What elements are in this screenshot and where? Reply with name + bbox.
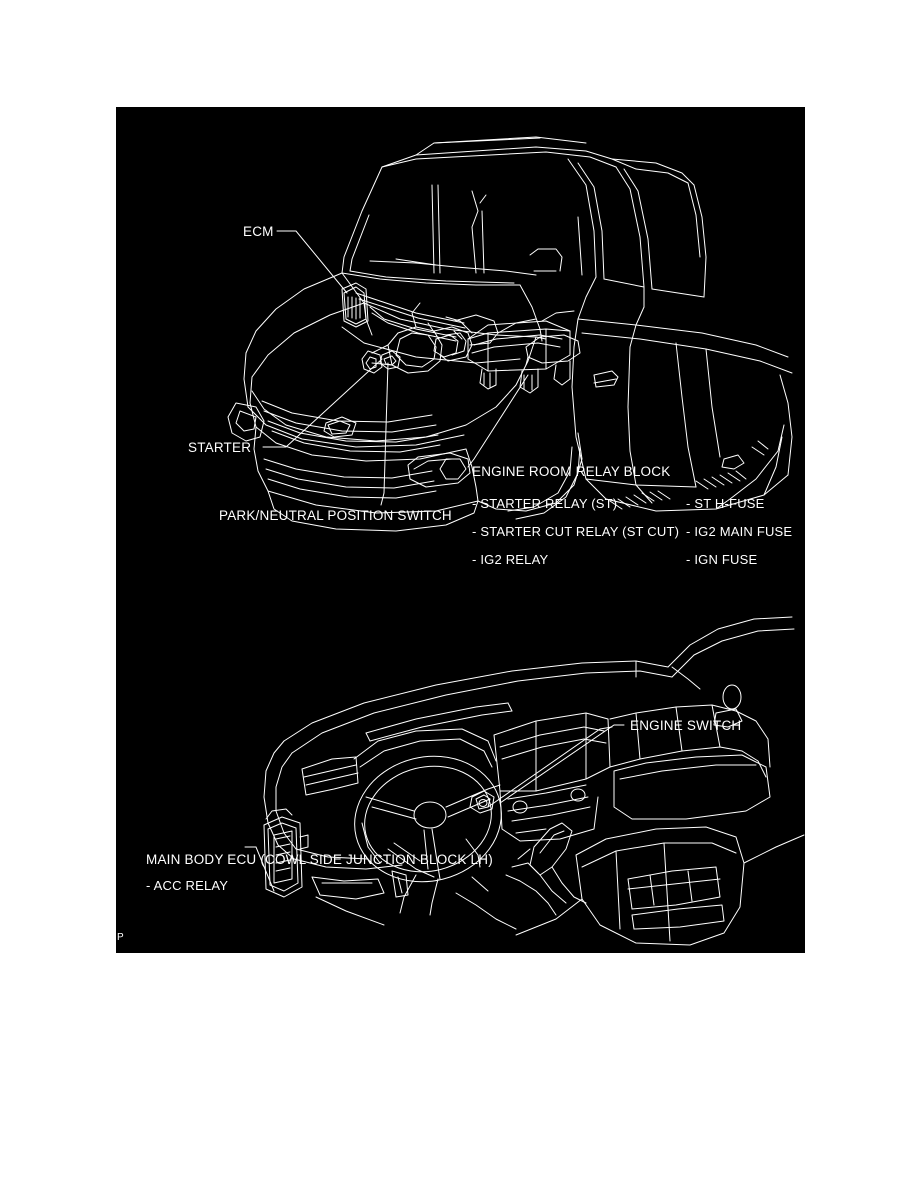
relay-item-starter-cut-relay: - STARTER CUT RELAY (ST CUT) — [472, 524, 680, 539]
relay-item-st-h-fuse: - ST H-FUSE — [686, 496, 765, 511]
label-ecm: ECM — [243, 224, 274, 239]
label-engine-switch: ENGINE SWITCH — [630, 718, 742, 733]
relay-item-ign-fuse: - IGN FUSE — [686, 552, 758, 567]
relay-item-ig2-main-fuse: - IG2 MAIN FUSE — [686, 524, 793, 539]
corner-mark: P — [117, 932, 124, 943]
label-park-neutral-position-switch: PARK/NEUTRAL POSITION SWITCH — [219, 508, 452, 523]
relay-item-ig2-relay: - IG2 RELAY — [472, 552, 549, 567]
label-engine-room-relay-block: ENGINE ROOM RELAY BLOCK — [472, 464, 671, 479]
label-main-body-ecu: MAIN BODY ECU (COWL SIDE JUNCTION BLOCK … — [146, 852, 493, 867]
figure-plate: ECM STARTER PARK/NEUTRAL POSITION SWITCH… — [116, 107, 805, 953]
label-starter: STARTER — [188, 440, 252, 455]
main-body-ecu-item-acc-relay: - ACC RELAY — [146, 878, 229, 893]
relay-item-starter-relay: - STARTER RELAY (ST) — [472, 496, 618, 511]
